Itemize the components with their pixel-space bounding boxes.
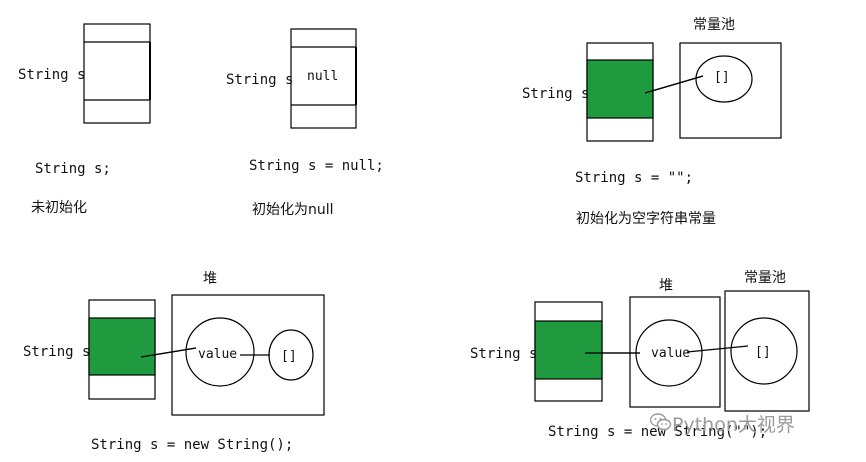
p4-heap-box [171, 294, 325, 416]
p5-value-to-pool-line [686, 345, 749, 353]
p2-description: 初始化为null [252, 202, 334, 218]
p4-value-label: value [198, 347, 238, 362]
p3-description: 初始化为空字符串常量 [576, 211, 716, 227]
p1-code: String s; [35, 161, 111, 177]
p3-pool-string-ellipse [695, 55, 753, 103]
p5-reference-cell [534, 320, 603, 380]
p5-pool-value: [] [755, 345, 771, 360]
p5-constant-pool-box [724, 290, 810, 412]
p5-heap-box [629, 296, 721, 408]
watermark-text: Python大视界 [672, 414, 795, 436]
p5-pool-title: 常量池 [744, 270, 786, 286]
p4-code: String s = new String(); [91, 437, 294, 453]
p3-constant-pool-box [679, 42, 782, 139]
p4-value-object-circle [185, 317, 255, 387]
p3-pool-value: [] [714, 70, 730, 85]
p2-variable-label: String s [226, 72, 294, 88]
p4-reference-cell [88, 317, 156, 376]
wechat-icon [650, 413, 672, 431]
p4-variable-label: String s [23, 344, 91, 360]
p3-reference-cell [586, 59, 654, 119]
p5-code: String s = new String(""); [548, 424, 768, 440]
p2-cell-value: null [307, 69, 339, 84]
p3-pool-title: 常量池 [693, 17, 735, 33]
p1-description: 未初始化 [31, 200, 87, 216]
p5-pool-string-circle [730, 317, 798, 385]
p1-variable-frame [83, 23, 151, 124]
p3-code: String s = ""; [575, 170, 694, 186]
p1-variable-label: String s [18, 67, 86, 83]
p2-code: String s = null; [249, 158, 384, 174]
p5-heap-title: 堆 [659, 278, 673, 294]
p5-value-label: value [651, 346, 691, 361]
p4-array-value: [] [281, 349, 297, 364]
p4-heap-title: 堆 [203, 271, 217, 287]
p3-variable-label: String s [522, 86, 590, 102]
p5-variable-label: String s [470, 346, 538, 362]
